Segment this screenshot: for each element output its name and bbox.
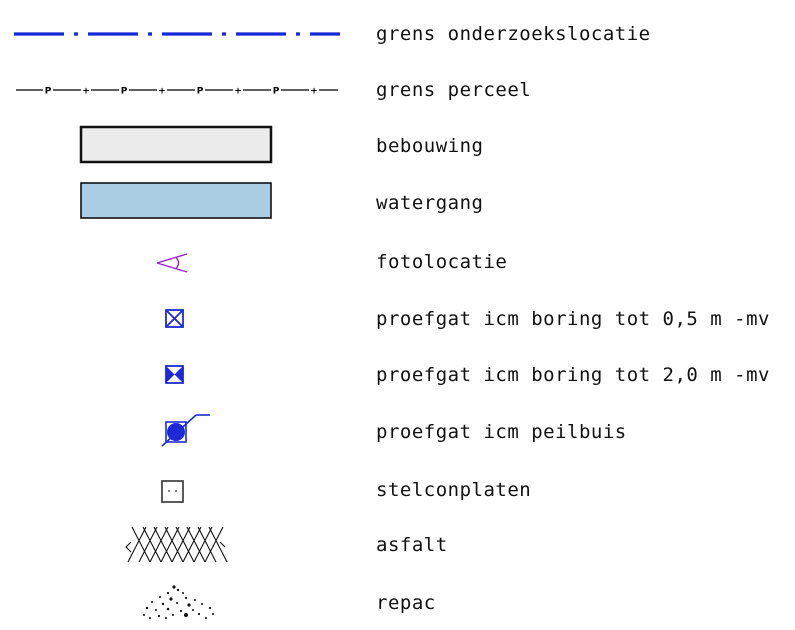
legend-row-study-boundary: grens onderzoekslocatie xyxy=(0,9,795,59)
legend-label: proefgat icm boring tot 0,5 m -mv xyxy=(376,308,770,330)
legend-label: fotolocatie xyxy=(376,251,508,273)
parcel-mark-p: P xyxy=(273,87,280,97)
legend-label: proefgat icm boring tot 2,0 m -mv xyxy=(376,364,770,386)
legend-row-test-pit-well: proefgat icm peilbuis xyxy=(0,407,795,457)
parcel-mark-plus: + xyxy=(234,87,242,97)
photo-location-icon xyxy=(0,237,360,287)
legend-row-waterway: watergang xyxy=(0,178,795,228)
legend-row-parcel-boundary: P + P + P + P + grens perceel xyxy=(0,65,795,115)
concrete-slab-icon xyxy=(0,465,360,515)
legend-row-test-pit-05: proefgat icm boring tot 0,5 m -mv xyxy=(0,294,795,344)
legend-row-building: bebouwing xyxy=(0,121,795,171)
monitoring-well-icon xyxy=(0,407,360,457)
legend-label: grens onderzoekslocatie xyxy=(376,23,651,45)
boxed-cross-icon xyxy=(0,294,360,344)
dash-dot-line-icon xyxy=(0,9,360,59)
parcel-mark-p: P xyxy=(197,87,204,97)
legend-row-photo-location: fotolocatie xyxy=(0,237,795,287)
legend-label: asfalt xyxy=(376,534,448,556)
asphalt-hatch-icon xyxy=(0,520,360,570)
parcel-mark-p: P xyxy=(121,87,128,97)
parcel-mark-p: P xyxy=(45,87,52,97)
building-rect-icon xyxy=(0,121,360,171)
legend-row-repac: repac xyxy=(0,578,795,628)
legend-label: grens perceel xyxy=(376,79,532,101)
legend-row-concrete-slabs: stelconplaten xyxy=(0,465,795,515)
legend-label: proefgat icm peilbuis xyxy=(376,421,627,443)
legend-label: repac xyxy=(376,592,436,614)
parcel-mark-plus: + xyxy=(310,87,318,97)
legend-label: bebouwing xyxy=(376,135,484,157)
parcel-boundary-line-icon: P + P + P + P + xyxy=(0,65,360,115)
parcel-mark-plus: + xyxy=(82,87,90,97)
legend-label: stelconplaten xyxy=(376,479,532,501)
legend-label: watergang xyxy=(376,192,484,214)
repac-dots-icon xyxy=(0,578,360,628)
bowtie-square-icon xyxy=(0,350,360,400)
waterway-rect-icon xyxy=(0,178,360,228)
parcel-mark-plus: + xyxy=(158,87,166,97)
legend-row-test-pit-20: proefgat icm boring tot 2,0 m -mv xyxy=(0,350,795,400)
legend-row-asphalt: asfalt xyxy=(0,520,795,570)
